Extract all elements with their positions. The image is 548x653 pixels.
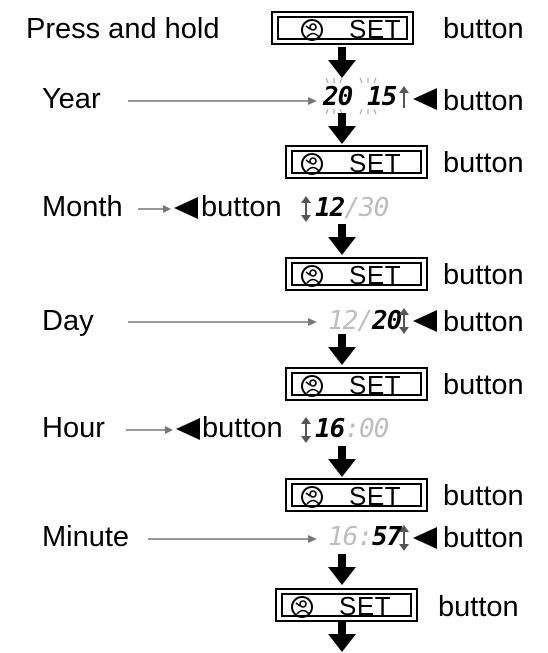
year-label: Year — [42, 83, 101, 115]
minute-connector-arrow — [148, 535, 317, 543]
down-arrow-7 — [328, 622, 356, 652]
month-button-word: button — [201, 191, 282, 223]
down-arrow-3 — [328, 224, 356, 255]
button-word-3: button — [443, 259, 524, 291]
clock-person-icon — [301, 265, 323, 287]
set-button-2[interactable]: SET — [285, 145, 428, 179]
set-label: SET — [349, 481, 402, 511]
set-button-frame — [291, 262, 422, 286]
year-button-word: button — [443, 85, 524, 117]
down-arrow-2 — [328, 113, 356, 144]
minute-label: Minute — [42, 521, 130, 553]
year-up-arrow-icon — [399, 86, 409, 108]
button-word-1: button — [443, 13, 524, 45]
day-display: 12/20 — [328, 306, 402, 336]
hour-left-triangle-icon — [176, 418, 200, 440]
clock-person-icon — [301, 486, 323, 508]
month-label: Month — [42, 191, 123, 223]
set-button-5[interactable]: SET — [285, 478, 428, 512]
month-display: 12/30 — [315, 193, 389, 223]
hour-label: Hour — [42, 412, 105, 444]
day-month-digits: 12 — [328, 306, 358, 336]
minute-button-word: button — [443, 522, 524, 554]
minute-hour-digits: 16 — [328, 522, 358, 552]
day-updown-arrow-icon — [399, 308, 409, 334]
clock-person-icon — [301, 153, 323, 175]
down-arrow-1 — [328, 47, 356, 78]
minute-left-triangle-icon — [413, 527, 437, 549]
year-digits: 20 15 — [323, 82, 397, 112]
month-updown-arrow-icon — [301, 196, 311, 222]
set-button-frame — [291, 372, 422, 396]
year-display: 20 15 — [323, 82, 397, 112]
year-blink-marks — [325, 77, 377, 115]
set-label: SET — [349, 14, 402, 44]
set-button-3[interactable]: SET — [285, 257, 428, 291]
clock-person-icon — [301, 375, 323, 397]
minute-updown-arrow-icon — [399, 525, 409, 551]
set-button-frame — [291, 483, 422, 507]
clock-person-icon — [301, 19, 323, 41]
month-day-digits: 30 — [358, 193, 389, 223]
set-button-4[interactable]: SET — [285, 367, 428, 401]
set-button-frame — [277, 16, 408, 40]
set-button-6[interactable]: SET — [275, 588, 418, 622]
button-word-6: button — [438, 591, 519, 623]
month-connector-arrow — [138, 205, 171, 213]
month-left-triangle-icon — [174, 197, 198, 219]
set-button-frame — [281, 593, 412, 617]
hour-minute-digits: 00 — [358, 414, 389, 444]
set-button-1[interactable]: SET — [271, 11, 414, 45]
set-label: SET — [339, 591, 392, 621]
clock-person-icon — [291, 596, 313, 618]
day-label: Day — [42, 305, 94, 337]
press-and-hold-label: Press and hold — [26, 13, 220, 45]
day-connector-arrow — [128, 318, 317, 326]
set-label: SET — [349, 148, 402, 178]
hour-button-word: button — [202, 412, 283, 444]
down-arrow-6 — [328, 554, 356, 585]
minute-digits: 57 — [371, 522, 402, 552]
hour-display: 16:00 — [315, 414, 389, 444]
down-arrow-4 — [328, 334, 356, 365]
day-digits: 20 — [371, 306, 402, 336]
day-button-word: button — [443, 306, 524, 338]
hour-updown-arrow-icon — [301, 417, 311, 443]
year-connector-arrow — [128, 97, 317, 105]
month-digits: 12 — [315, 193, 345, 223]
minute-display: 16:57 — [328, 522, 402, 552]
down-arrow-5 — [328, 446, 356, 477]
button-word-2: button — [443, 147, 524, 179]
button-word-4: button — [443, 369, 524, 401]
year-left-triangle-icon — [413, 88, 437, 110]
button-word-5: button — [443, 480, 524, 512]
day-left-triangle-icon — [413, 310, 437, 332]
hour-digits: 16 — [315, 414, 345, 444]
set-label: SET — [349, 260, 402, 290]
set-label: SET — [349, 370, 402, 400]
set-button-frame — [291, 150, 422, 174]
hour-connector-arrow — [126, 426, 173, 434]
